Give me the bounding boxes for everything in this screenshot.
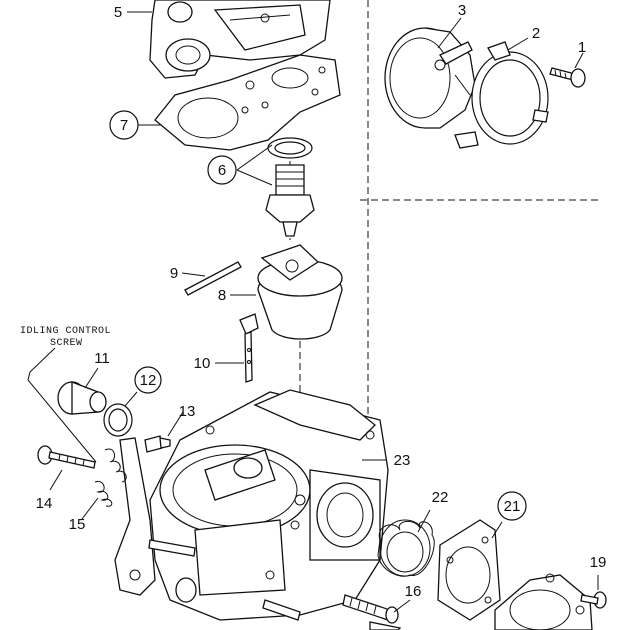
callout-21: 21 xyxy=(504,498,521,515)
caption-line-1: IDLING CONTROL xyxy=(20,326,111,337)
spring-part-22 xyxy=(377,519,435,577)
float-part-8 xyxy=(257,244,343,340)
callout-14: 14 xyxy=(36,495,53,512)
callout-6: 6 xyxy=(218,162,226,179)
spring-part-15 xyxy=(94,480,113,507)
fitting-part-11 xyxy=(57,381,107,415)
retaining-ring-part-2 xyxy=(454,41,549,149)
callout-3: 3 xyxy=(458,2,466,19)
choke-cover-part-3 xyxy=(384,27,476,129)
callout-5: 5 xyxy=(114,4,122,21)
leader-lines xyxy=(27,11,599,613)
callout-11: 11 xyxy=(94,350,110,367)
callout-9: 9 xyxy=(170,265,178,282)
callout-8: 8 xyxy=(218,287,226,304)
pump-cover xyxy=(494,573,593,630)
callout-16: 16 xyxy=(405,583,422,600)
callout-numbers: 1 2 3 5 6 7 8 9 10 11 12 13 14 15 16 19 … xyxy=(36,2,607,600)
plug-part-13 xyxy=(144,435,171,453)
gasket-part-7 xyxy=(154,54,341,151)
upper-body-part-5 xyxy=(149,0,331,79)
float-pin-part-9 xyxy=(184,261,242,296)
callout-12: 12 xyxy=(140,372,157,389)
valve-part-16 xyxy=(342,594,402,630)
diaphragm-gasket-part-21 xyxy=(437,519,501,621)
callout-10: 10 xyxy=(194,355,211,372)
idle-screw-part-14 xyxy=(37,445,96,469)
screw-part-19 xyxy=(580,591,607,609)
callout-15: 15 xyxy=(69,516,86,533)
callout-1: 1 xyxy=(578,39,586,56)
callout-2: 2 xyxy=(532,25,540,42)
callout-19: 19 xyxy=(590,554,607,571)
float-needle-part-10 xyxy=(239,313,259,383)
callout-7: 7 xyxy=(120,117,128,134)
idling-control-screw-caption: IDLING CONTROL SCREW xyxy=(20,326,111,349)
throttle-lever xyxy=(104,437,196,596)
main-body-part-23 xyxy=(149,389,389,621)
caption-line-2: SCREW xyxy=(50,338,83,349)
screw-part-1 xyxy=(549,67,586,88)
callout-13: 13 xyxy=(179,403,196,420)
callout-circles xyxy=(109,110,527,521)
callout-23: 23 xyxy=(394,452,411,469)
needle-valve-part-6 xyxy=(265,137,315,237)
callout-22: 22 xyxy=(432,489,449,506)
o-ring-part-12 xyxy=(103,403,133,437)
